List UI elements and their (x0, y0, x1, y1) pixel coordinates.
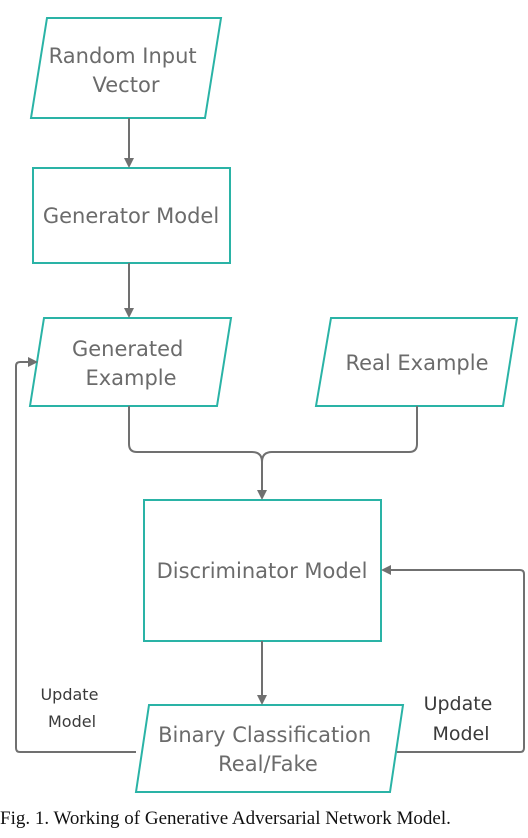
generator-model-label: Generator Model (43, 204, 219, 228)
binary-classification-label: Binary Classification Real/Fake (158, 723, 378, 776)
random-input-vector-node (29, 17, 223, 119)
generator-model-node (32, 167, 231, 264)
generated-example-label: Generated Example (72, 337, 190, 390)
binary-classification-node (134, 704, 405, 793)
feedback-arrow-to-discriminator (381, 565, 525, 753)
random-input-label: Random Input Vector (49, 44, 204, 97)
connector-real-to-discriminator (261, 406, 418, 463)
generated-example-node (28, 317, 233, 407)
figure-caption: Fig. 1. Working of Generative Adversaria… (0, 808, 451, 829)
discriminator-model-label: Discriminator Model (157, 559, 368, 583)
update-model-label-right: Update Model (424, 693, 499, 745)
connector-generated-to-discriminator (128, 406, 267, 500)
feedback-arrow-to-generated (15, 357, 136, 753)
real-example-label: Real Example (345, 351, 488, 375)
real-example-node (314, 317, 519, 407)
update-model-label-left: Update Model (40, 685, 103, 731)
